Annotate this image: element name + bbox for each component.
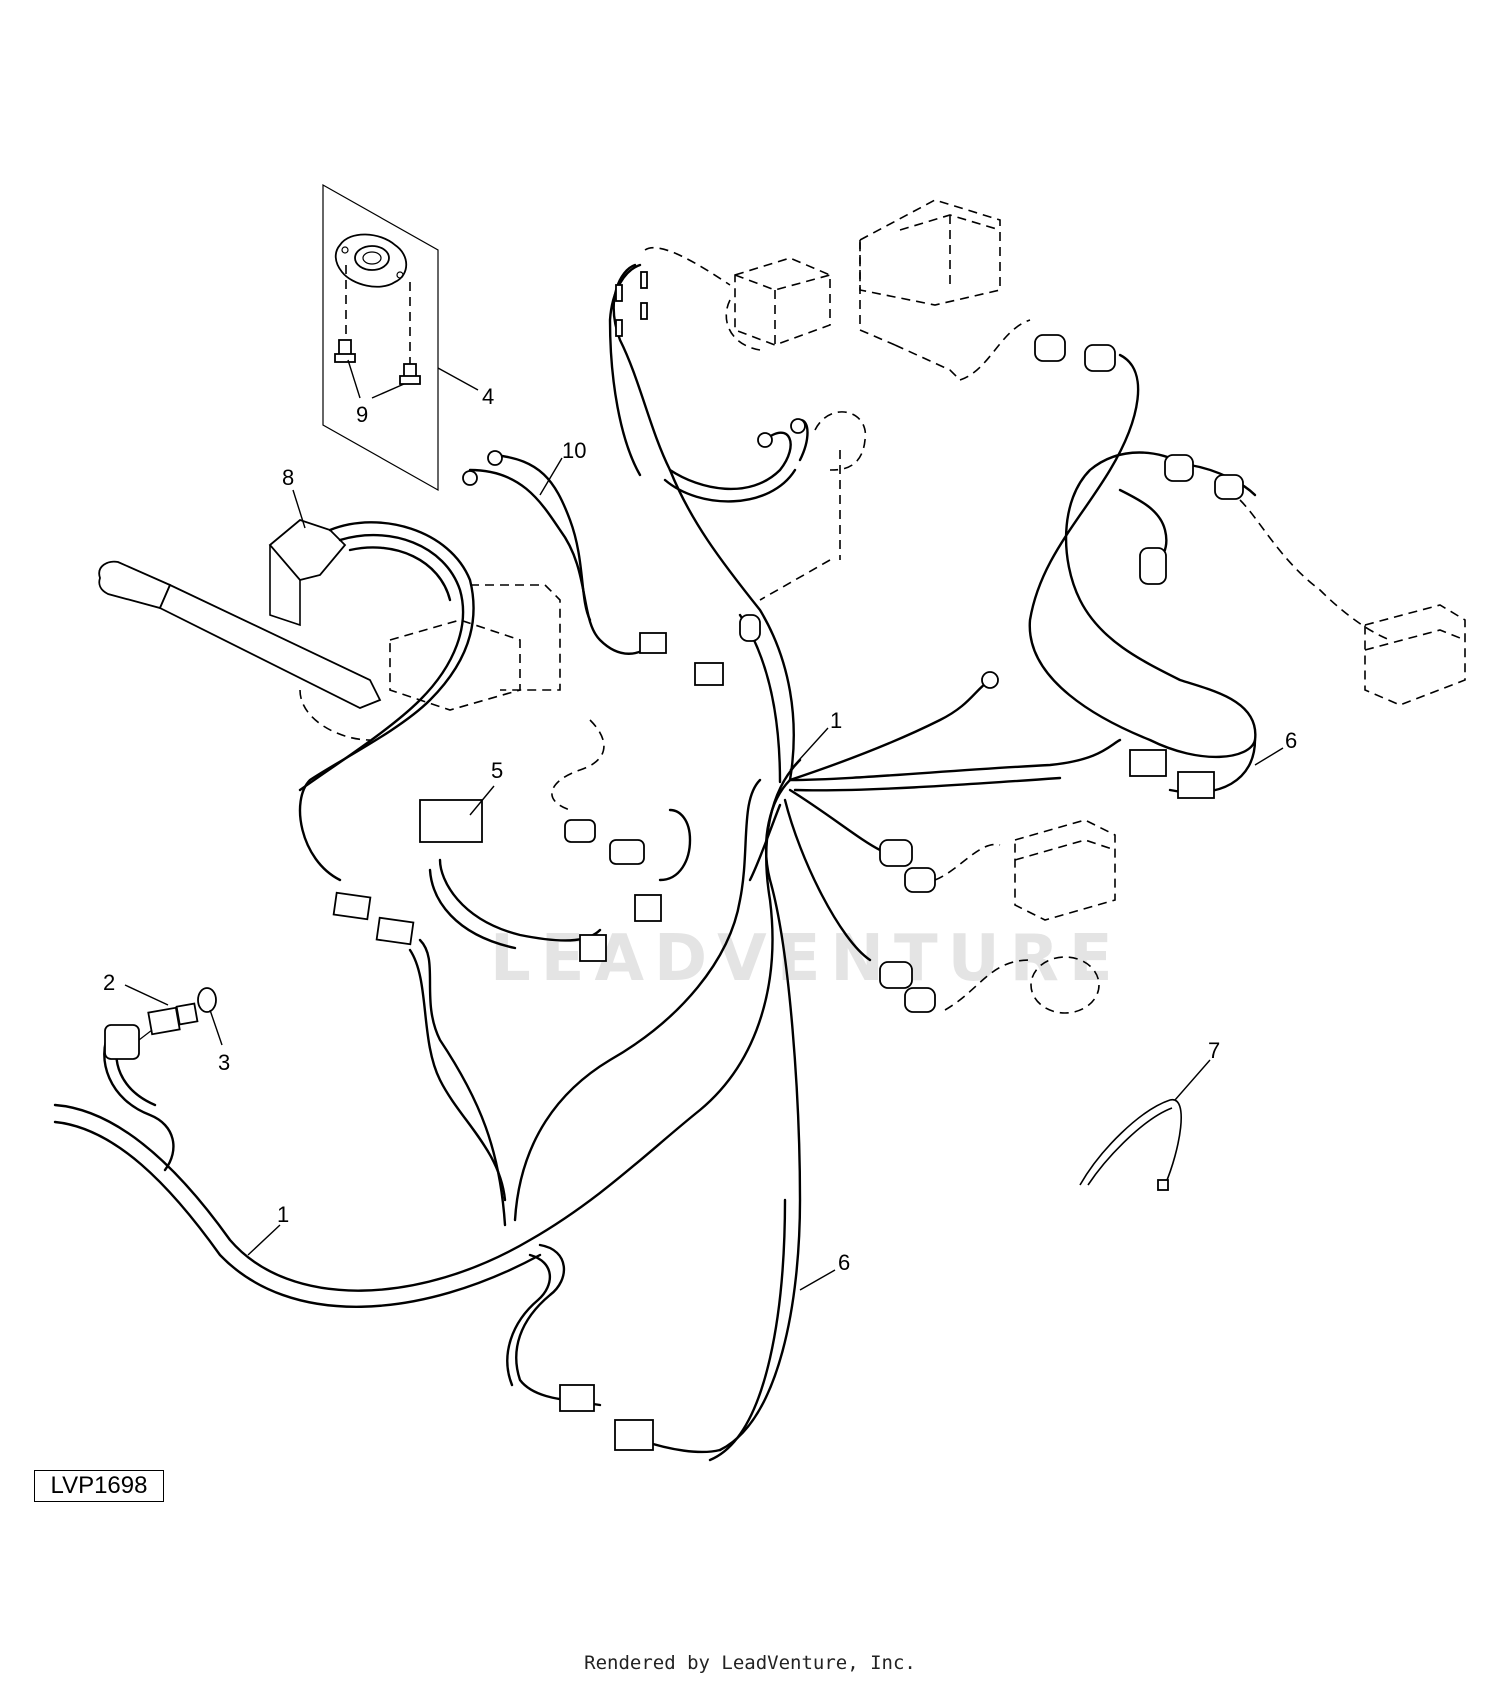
ring-terminal-c — [757, 432, 773, 448]
screw-left — [334, 339, 356, 363]
callout-10: 10 — [562, 438, 586, 463]
callout-1-bottom: 1 — [277, 1202, 289, 1227]
callout-6-top: 6 — [1285, 728, 1297, 753]
connector-center — [694, 662, 724, 686]
connector-mid-b — [609, 839, 645, 865]
connector-right-g — [1139, 547, 1167, 585]
pin-d — [640, 302, 648, 320]
callout-6-bottom: 6 — [838, 1250, 850, 1275]
relay-item-5 — [419, 799, 483, 843]
screw-right — [399, 363, 421, 385]
ring-terminal-b — [462, 470, 478, 486]
switch-harness — [298, 453, 652, 1202]
pin-b — [640, 271, 648, 289]
tie-strap-item-7 — [1079, 1099, 1182, 1191]
main-harness-item-1 — [53, 758, 802, 1407]
connector-switch-b — [375, 916, 415, 946]
callout-2: 2 — [103, 970, 115, 995]
callout-5: 5 — [491, 758, 503, 783]
o-ring-item-3 — [197, 987, 217, 1013]
connector-bottom-a — [559, 1384, 595, 1412]
connector-mid-a — [564, 819, 596, 843]
connector-right-e — [1164, 454, 1194, 482]
pressure-switch-item-2 — [104, 1002, 199, 1060]
connector-right-b — [904, 867, 936, 893]
callout-9: 9 — [356, 402, 368, 427]
ignition-switch-assembly — [98, 518, 561, 741]
ring-terminal-e — [981, 671, 999, 689]
reference-code: LVP1698 — [34, 1470, 164, 1502]
inset-panel-item-4 — [322, 183, 439, 492]
pin-c — [615, 319, 623, 337]
connector-lead-10 — [639, 632, 667, 654]
ring-terminal-a — [487, 450, 503, 466]
connectors — [332, 271, 1244, 1451]
callouts: 1 1 2 3 4 5 6 6 7 8 9 10 — [103, 359, 1297, 1291]
harness-item-6 — [638, 778, 802, 1462]
connector-cylinder — [739, 614, 761, 642]
callout-3: 3 — [218, 1050, 230, 1075]
connector-bottom-b — [614, 1419, 654, 1451]
footer-credit: Rendered by LeadVenture, Inc. — [584, 1652, 916, 1674]
connector-lower-b — [904, 987, 936, 1013]
connector-right-a — [879, 839, 913, 867]
connector-relay — [579, 934, 607, 962]
pin-a — [615, 284, 623, 302]
callout-7: 7 — [1208, 1038, 1220, 1063]
connector-lower-a — [879, 961, 913, 989]
connector-switch-a — [332, 891, 372, 921]
callout-1-top: 1 — [830, 708, 842, 733]
connector-top-b — [1084, 344, 1116, 372]
connector-right-d — [1177, 771, 1215, 799]
callout-4: 4 — [482, 384, 494, 409]
connector-right-f — [1214, 474, 1244, 500]
mounting-plate — [334, 233, 408, 288]
phantom-components — [551, 199, 1466, 1014]
upper-harness — [608, 263, 1122, 962]
connector-right-c — [1129, 749, 1167, 777]
connector-relay-b — [634, 894, 662, 922]
callout-8: 8 — [282, 465, 294, 490]
connector-top-a — [1034, 334, 1066, 362]
ring-terminal-d — [790, 418, 806, 434]
